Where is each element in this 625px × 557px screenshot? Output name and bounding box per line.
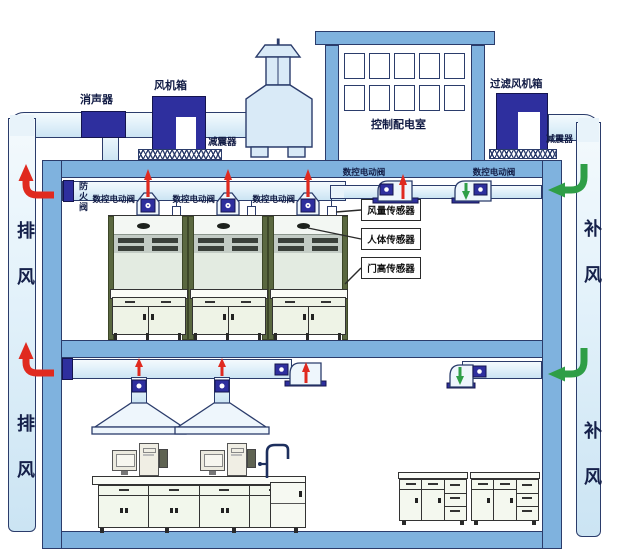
instrument-panel xyxy=(159,449,168,468)
occupancy-sensor xyxy=(297,223,310,229)
callout-door-height-sensor: 门高传感器 xyxy=(361,257,421,279)
control-cabinet-window xyxy=(419,53,440,79)
occupancy-sensor xyxy=(217,223,230,229)
fire-damper-floor1 xyxy=(63,180,74,202)
bench-section xyxy=(199,486,250,527)
hood-exhaust-grille xyxy=(274,234,342,254)
hood-valve-label-1: 数控电动阀 xyxy=(92,195,135,205)
floor-slab-bottom xyxy=(42,531,562,549)
fume-hood-1 xyxy=(108,215,188,340)
floor1-duct-joint xyxy=(331,187,344,198)
monitor-stand xyxy=(121,471,128,475)
computer-monitor xyxy=(200,450,225,471)
control-room-column-right xyxy=(471,45,485,161)
fume-hood-2 xyxy=(188,215,268,340)
control-cabinet-window xyxy=(394,53,415,79)
control-cabinet-window xyxy=(444,85,465,111)
control-room-label: 控制配电室 xyxy=(371,118,426,131)
exhaust-text-floor1: 排风 xyxy=(14,221,35,313)
bench-cabinets-left xyxy=(98,485,300,528)
supply-text-floor2: 补风 xyxy=(581,421,602,513)
vibration-damper-strip-right xyxy=(489,149,557,159)
floor2-supply-duct xyxy=(462,361,542,379)
filter-fan-box-label: 过滤风机箱 xyxy=(490,78,543,90)
supply-riser-right xyxy=(576,122,601,537)
bench-unit-right-2 xyxy=(470,472,540,525)
wall-right xyxy=(542,160,562,549)
duct-valve-label-exhaust: 数控电动阀 xyxy=(342,168,386,178)
hood-exhaust-grille xyxy=(114,234,182,254)
hood-base-cabinet xyxy=(272,297,346,335)
bench-foot xyxy=(232,528,236,533)
canopy-neck-2 xyxy=(214,377,230,404)
control-cabinet-window xyxy=(344,85,365,111)
floor-slab-middle xyxy=(42,340,562,358)
hood-frame-post xyxy=(108,216,114,340)
control-cabinet-window xyxy=(419,85,440,111)
control-cabinet-window xyxy=(344,53,365,79)
control-cabinet-window xyxy=(394,85,415,111)
hood-frame-post xyxy=(268,216,274,340)
computer-monitor xyxy=(112,450,137,471)
rooftop-exhaust-duct xyxy=(8,112,248,138)
sink-cabinet xyxy=(270,482,306,528)
hood-frame-post xyxy=(182,216,188,340)
floor2-exhaust-duct xyxy=(62,359,292,379)
hood-valve-label-3: 数控电动阀 xyxy=(252,195,295,205)
bench-unit-right-1 xyxy=(398,472,468,525)
bench-foot xyxy=(100,528,104,533)
hood-exhaust-grille xyxy=(194,234,262,254)
control-cabinet-window xyxy=(369,53,390,79)
vibration-damper-label-right: 减震器 xyxy=(546,135,574,145)
control-cabinet-window xyxy=(444,53,465,79)
monitor-stand xyxy=(209,471,216,475)
control-room-roof xyxy=(315,31,495,45)
duct-elbow-patch xyxy=(10,115,34,136)
silencer-label: 消声器 xyxy=(80,93,113,106)
exhaust-flow-arrow-icon xyxy=(302,362,310,372)
control-room-column-left xyxy=(325,45,339,161)
exhaust-text-floor2: 排风 xyxy=(14,414,35,506)
instrument-panel xyxy=(247,449,256,468)
hood-base-cabinet xyxy=(192,297,266,335)
hood-valve-label-2: 数控电动阀 xyxy=(172,195,215,205)
occupancy-sensor xyxy=(137,223,150,229)
hood-frame-post xyxy=(262,216,268,340)
wall-left xyxy=(42,160,62,549)
fire-damper-label: 防火阀 xyxy=(77,181,87,213)
bench-section xyxy=(99,486,150,527)
hood-base-cabinet xyxy=(112,297,186,335)
bench-foot xyxy=(165,528,169,533)
supply-text-floor1: 补风 xyxy=(581,219,602,311)
computer-tower xyxy=(227,443,247,476)
faucet xyxy=(258,443,290,478)
computer-tower xyxy=(139,443,159,476)
control-cabinet-window xyxy=(369,85,390,111)
fire-damper-floor2 xyxy=(62,358,73,380)
bench-top-left xyxy=(92,476,306,485)
callout-airflow-sensor: 风量传感器 xyxy=(361,199,421,221)
canopy-hood-1 xyxy=(91,402,187,435)
hood-sash-opening xyxy=(114,253,182,289)
exhaust-stack xyxy=(245,38,313,158)
bench-foot xyxy=(294,528,298,533)
vibration-damper-label-left: 减震器 xyxy=(208,137,237,148)
floor1-supply-branch-duct xyxy=(330,185,542,199)
filter-fan-box-notch xyxy=(518,112,540,151)
vibration-damper-strip-left xyxy=(138,149,222,160)
hood-frame-post xyxy=(188,216,194,340)
callout-occupancy-sensor: 人体传感器 xyxy=(361,228,421,250)
canopy-neck-1 xyxy=(131,377,147,404)
silencer-box xyxy=(81,111,126,138)
fan-box-notch xyxy=(176,117,196,152)
hood-sash-opening xyxy=(274,253,342,289)
hood-sash-opening xyxy=(194,253,262,289)
fume-hood-3 xyxy=(268,215,348,340)
canopy-hood-2 xyxy=(174,402,270,435)
bench-section xyxy=(149,486,200,527)
duct-elbow-patch-right xyxy=(578,118,599,142)
duct-valve-label-supply: 数控电动阀 xyxy=(472,168,516,178)
fan-box-label: 风机箱 xyxy=(154,79,187,92)
